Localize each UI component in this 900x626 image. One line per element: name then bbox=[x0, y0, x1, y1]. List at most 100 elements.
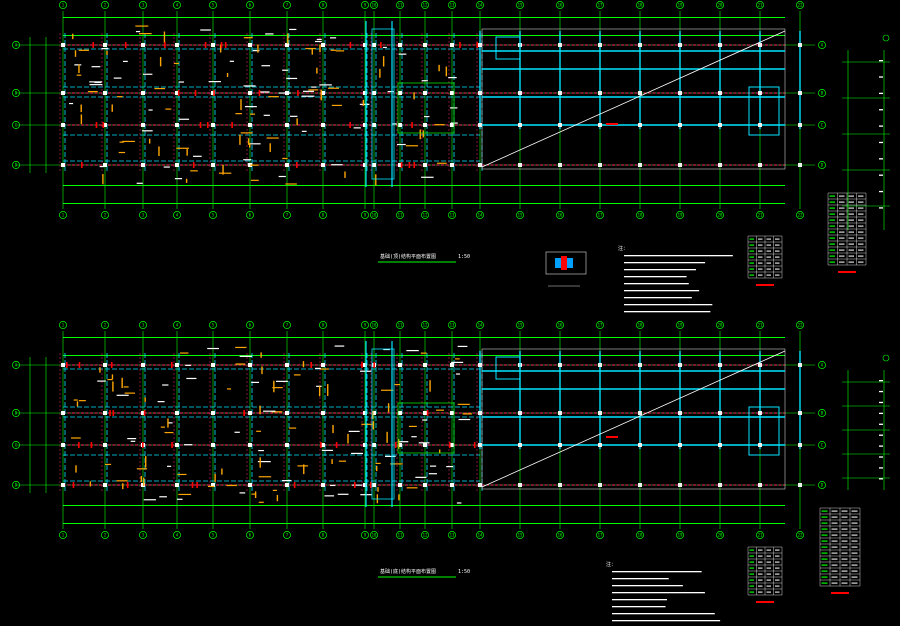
annotation-text-mark bbox=[258, 501, 264, 503]
table-cell-text bbox=[775, 238, 780, 240]
note-text-line bbox=[624, 311, 711, 313]
axis-bubble bbox=[676, 211, 684, 219]
annotation-text-mark bbox=[248, 143, 261, 145]
right-wing-room bbox=[495, 356, 521, 380]
axis-bubble bbox=[476, 211, 484, 219]
annotation-text-mark bbox=[261, 65, 271, 67]
table-cell-text bbox=[749, 268, 754, 270]
vertical-annotation-mark bbox=[344, 171, 346, 178]
column-marker bbox=[518, 91, 522, 95]
axis-bubble bbox=[596, 531, 604, 539]
vertical-annotation-mark bbox=[318, 386, 321, 397]
column-marker bbox=[398, 363, 402, 367]
table-cell-text bbox=[831, 576, 838, 578]
table-cell-text bbox=[766, 579, 771, 581]
column-marker bbox=[398, 163, 402, 167]
table-cell-text bbox=[841, 582, 848, 584]
vertical-annotation-mark bbox=[80, 114, 83, 125]
plan-upper: 1122334455667788991010111112121313141415… bbox=[12, 1, 826, 219]
annotation-text-mark bbox=[136, 182, 143, 184]
table-cell-text bbox=[858, 237, 864, 239]
table-cell-text bbox=[749, 244, 754, 246]
vertical-annotation-mark bbox=[259, 457, 261, 468]
column-marker bbox=[678, 411, 682, 415]
column-marker bbox=[598, 123, 602, 127]
axis-bubble bbox=[283, 531, 291, 539]
table-cell-text bbox=[858, 225, 864, 227]
column-marker bbox=[638, 411, 642, 415]
column-marker bbox=[211, 43, 215, 47]
vertical-annotation-mark bbox=[320, 89, 322, 101]
column-marker bbox=[558, 483, 562, 487]
vertical-annotation-mark bbox=[382, 56, 385, 67]
axis-bubble bbox=[101, 1, 109, 9]
row-bubble bbox=[12, 481, 20, 489]
column-marker bbox=[175, 411, 179, 415]
table-cell-text bbox=[775, 561, 780, 563]
annotation-text-mark bbox=[258, 449, 264, 452]
column-marker bbox=[598, 443, 602, 447]
vertical-annotation-mark bbox=[144, 456, 147, 468]
plan-lower: 1122334455667788991010111112121313141415… bbox=[12, 321, 826, 539]
table-cell-text bbox=[839, 219, 845, 221]
row-bubble-label: C bbox=[821, 123, 824, 128]
axis-bubble-label: 17 bbox=[598, 323, 603, 328]
table-cell-text bbox=[775, 585, 780, 587]
table-cell-text bbox=[749, 250, 754, 252]
column-marker bbox=[175, 163, 179, 167]
column-marker bbox=[758, 443, 762, 447]
rebar-tick bbox=[473, 442, 476, 448]
table-cell-text bbox=[839, 207, 845, 209]
axis-bubble bbox=[319, 321, 327, 329]
axis-bubble-label: 20 bbox=[718, 213, 723, 218]
table-cell-text bbox=[758, 567, 763, 569]
table-cell-text bbox=[821, 576, 828, 578]
table-cell-text bbox=[829, 249, 835, 251]
axis-bubble-label: 7 bbox=[286, 323, 289, 328]
annotation-text-mark bbox=[406, 487, 418, 489]
column-marker bbox=[363, 123, 367, 127]
annotation-text-mark bbox=[167, 422, 173, 424]
rebar-tick bbox=[224, 42, 227, 48]
vertical-annotation-mark bbox=[276, 494, 279, 502]
table-cell-text bbox=[839, 255, 845, 257]
annotation-text-mark bbox=[311, 86, 317, 88]
axis-bubble bbox=[396, 1, 404, 9]
table-caption bbox=[756, 284, 774, 286]
column-marker bbox=[285, 443, 289, 447]
annotation-text-mark bbox=[127, 438, 137, 440]
axis-bubble bbox=[716, 531, 724, 539]
rebar-tick bbox=[192, 162, 195, 168]
annotation-text-mark bbox=[297, 465, 308, 467]
vertical-annotation-mark bbox=[247, 138, 250, 145]
note-text-line bbox=[612, 599, 667, 601]
axis-bubble-label: 20 bbox=[718, 3, 723, 8]
annotation-text-mark bbox=[411, 436, 417, 438]
axis-bubble-label: 17 bbox=[598, 533, 603, 538]
annotation-text-mark bbox=[457, 403, 470, 405]
annotation-text-mark bbox=[314, 40, 322, 43]
annotation-text-mark bbox=[239, 355, 252, 357]
axis-bubble-label: 10 bbox=[372, 323, 377, 328]
vertical-annotation-mark bbox=[375, 174, 377, 186]
axis-bubble bbox=[173, 321, 181, 329]
table-cell-text bbox=[758, 573, 763, 575]
axis-bubble-label: 10 bbox=[372, 533, 377, 538]
table-cell-text bbox=[831, 558, 838, 560]
axis-bubble-label: 1 bbox=[62, 533, 65, 538]
annotation-text-mark bbox=[405, 145, 419, 147]
table-cell-text bbox=[829, 255, 835, 257]
column-marker bbox=[285, 163, 289, 167]
annotation-text-mark bbox=[446, 465, 454, 468]
table-cell-text bbox=[758, 555, 763, 557]
table-cell-text bbox=[758, 268, 763, 270]
annotation-text-mark bbox=[375, 462, 381, 465]
axis-bubble-label: 13 bbox=[450, 533, 455, 538]
column-marker bbox=[248, 163, 252, 167]
row-bubble-label: A bbox=[15, 43, 18, 48]
column-marker bbox=[321, 163, 325, 167]
axis-bubble bbox=[139, 321, 147, 329]
vertical-annotation-mark bbox=[89, 481, 92, 487]
rebar-tick bbox=[124, 42, 127, 48]
axis-bubble-label: 16 bbox=[558, 323, 563, 328]
